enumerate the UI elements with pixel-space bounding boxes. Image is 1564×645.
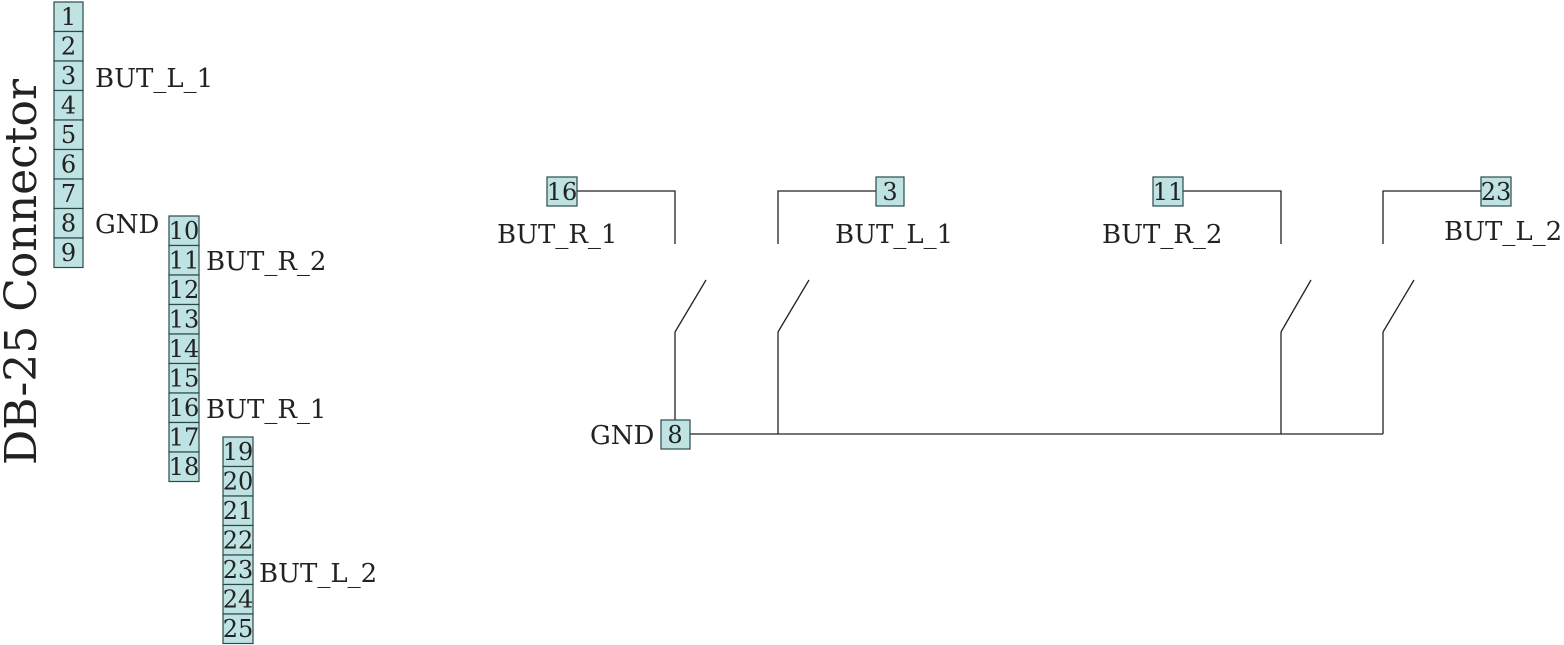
pin-box-24 — [222, 583, 254, 615]
pin-box-25 — [222, 613, 254, 645]
pin-number-13: 13 — [169, 306, 200, 334]
switch-1-top-wire — [577, 190, 676, 244]
pin-box-19 — [222, 436, 254, 468]
switch-4-contact — [1382, 279, 1415, 333]
pin-label-gnd: GND — [95, 210, 159, 240]
pin-box-12 — [168, 274, 200, 306]
pin-number-20: 20 — [223, 468, 254, 496]
pin-number-3: 3 — [61, 62, 76, 90]
pin-box-22 — [222, 524, 254, 556]
pin-number-6: 6 — [61, 151, 76, 179]
pin-label-but-l-1: BUT_L_1 — [95, 64, 213, 94]
pin-number-21: 21 — [223, 497, 254, 525]
pin-number-23: 23 — [223, 556, 254, 584]
pin-box-20 — [222, 465, 254, 497]
pin-box-23 — [222, 554, 254, 586]
pin-number-9: 9 — [61, 239, 76, 267]
pin-box-17 — [168, 421, 200, 453]
pin-number-12: 12 — [169, 276, 200, 304]
svg-text:3: 3 — [882, 178, 897, 206]
pin-box-21 — [222, 495, 254, 527]
pin-number-5: 5 — [61, 121, 76, 149]
pin-number-25: 25 — [223, 615, 254, 643]
pin-number-7: 7 — [61, 180, 76, 208]
pin-number-1: 1 — [61, 3, 76, 31]
svg-text:11: 11 — [1153, 178, 1184, 206]
switch-2-top-wire — [777, 190, 876, 244]
switch-3-contact — [1280, 279, 1312, 333]
schematic-wiring — [577, 190, 1481, 435]
pin-number-16: 16 — [169, 394, 200, 422]
pin-label-but-r-1: BUT_R_1 — [206, 395, 326, 425]
pin-box-14 — [168, 333, 200, 365]
pin-box-18 — [168, 451, 200, 483]
switch-2-label: BUT_L_1 — [835, 220, 953, 250]
schematic-pin-11: 11 — [1152, 176, 1184, 207]
schematic-pin-3: 3 — [875, 176, 905, 207]
svg-text:16: 16 — [547, 178, 578, 206]
connector-title: DB-25 Connector — [0, 78, 47, 465]
pin-number-10: 10 — [169, 217, 200, 245]
pin-number-4: 4 — [61, 92, 76, 120]
ground-label: GND — [590, 421, 654, 451]
pin-number-19: 19 — [223, 438, 254, 466]
schematic-pin-23: 23 — [1480, 176, 1512, 207]
pin-box-10 — [168, 215, 200, 247]
switch-1-label: BUT_R_1 — [497, 220, 617, 250]
pin-label-but-r-2: BUT_R_2 — [206, 247, 326, 277]
switch-4-top-wire — [1382, 190, 1481, 244]
schematic-pin-8: 8 — [660, 419, 691, 450]
switch-3-top-wire — [1183, 190, 1282, 244]
switch-2-contact — [777, 279, 810, 333]
switch-3-label: BUT_R_2 — [1102, 220, 1222, 250]
pin-number-2: 2 — [61, 33, 76, 61]
svg-text:8: 8 — [667, 421, 682, 449]
pin-number-24: 24 — [223, 586, 254, 614]
pin-box-8 — [53, 207, 84, 239]
pin-box-11 — [168, 244, 200, 276]
pin-box-16 — [168, 392, 200, 424]
pin-number-14: 14 — [169, 335, 200, 363]
pin-number-15: 15 — [169, 365, 200, 393]
pin-number-11: 11 — [169, 247, 200, 275]
pin-number-22: 22 — [223, 527, 254, 555]
schematic-pin-16: 16 — [546, 176, 578, 207]
svg-text:23: 23 — [1481, 178, 1512, 206]
switch-4-label: BUT_L_2 — [1444, 217, 1562, 247]
pin-box-9 — [53, 237, 84, 269]
pin-number-8: 8 — [61, 210, 76, 238]
pin-label-but-l-2: BUT_L_2 — [259, 559, 377, 589]
pin-number-18: 18 — [169, 453, 200, 481]
pin-box-6 — [53, 148, 84, 180]
switch-1-contact — [674, 279, 707, 333]
pin-box-4 — [53, 89, 84, 121]
pin-number-17: 17 — [169, 424, 200, 452]
